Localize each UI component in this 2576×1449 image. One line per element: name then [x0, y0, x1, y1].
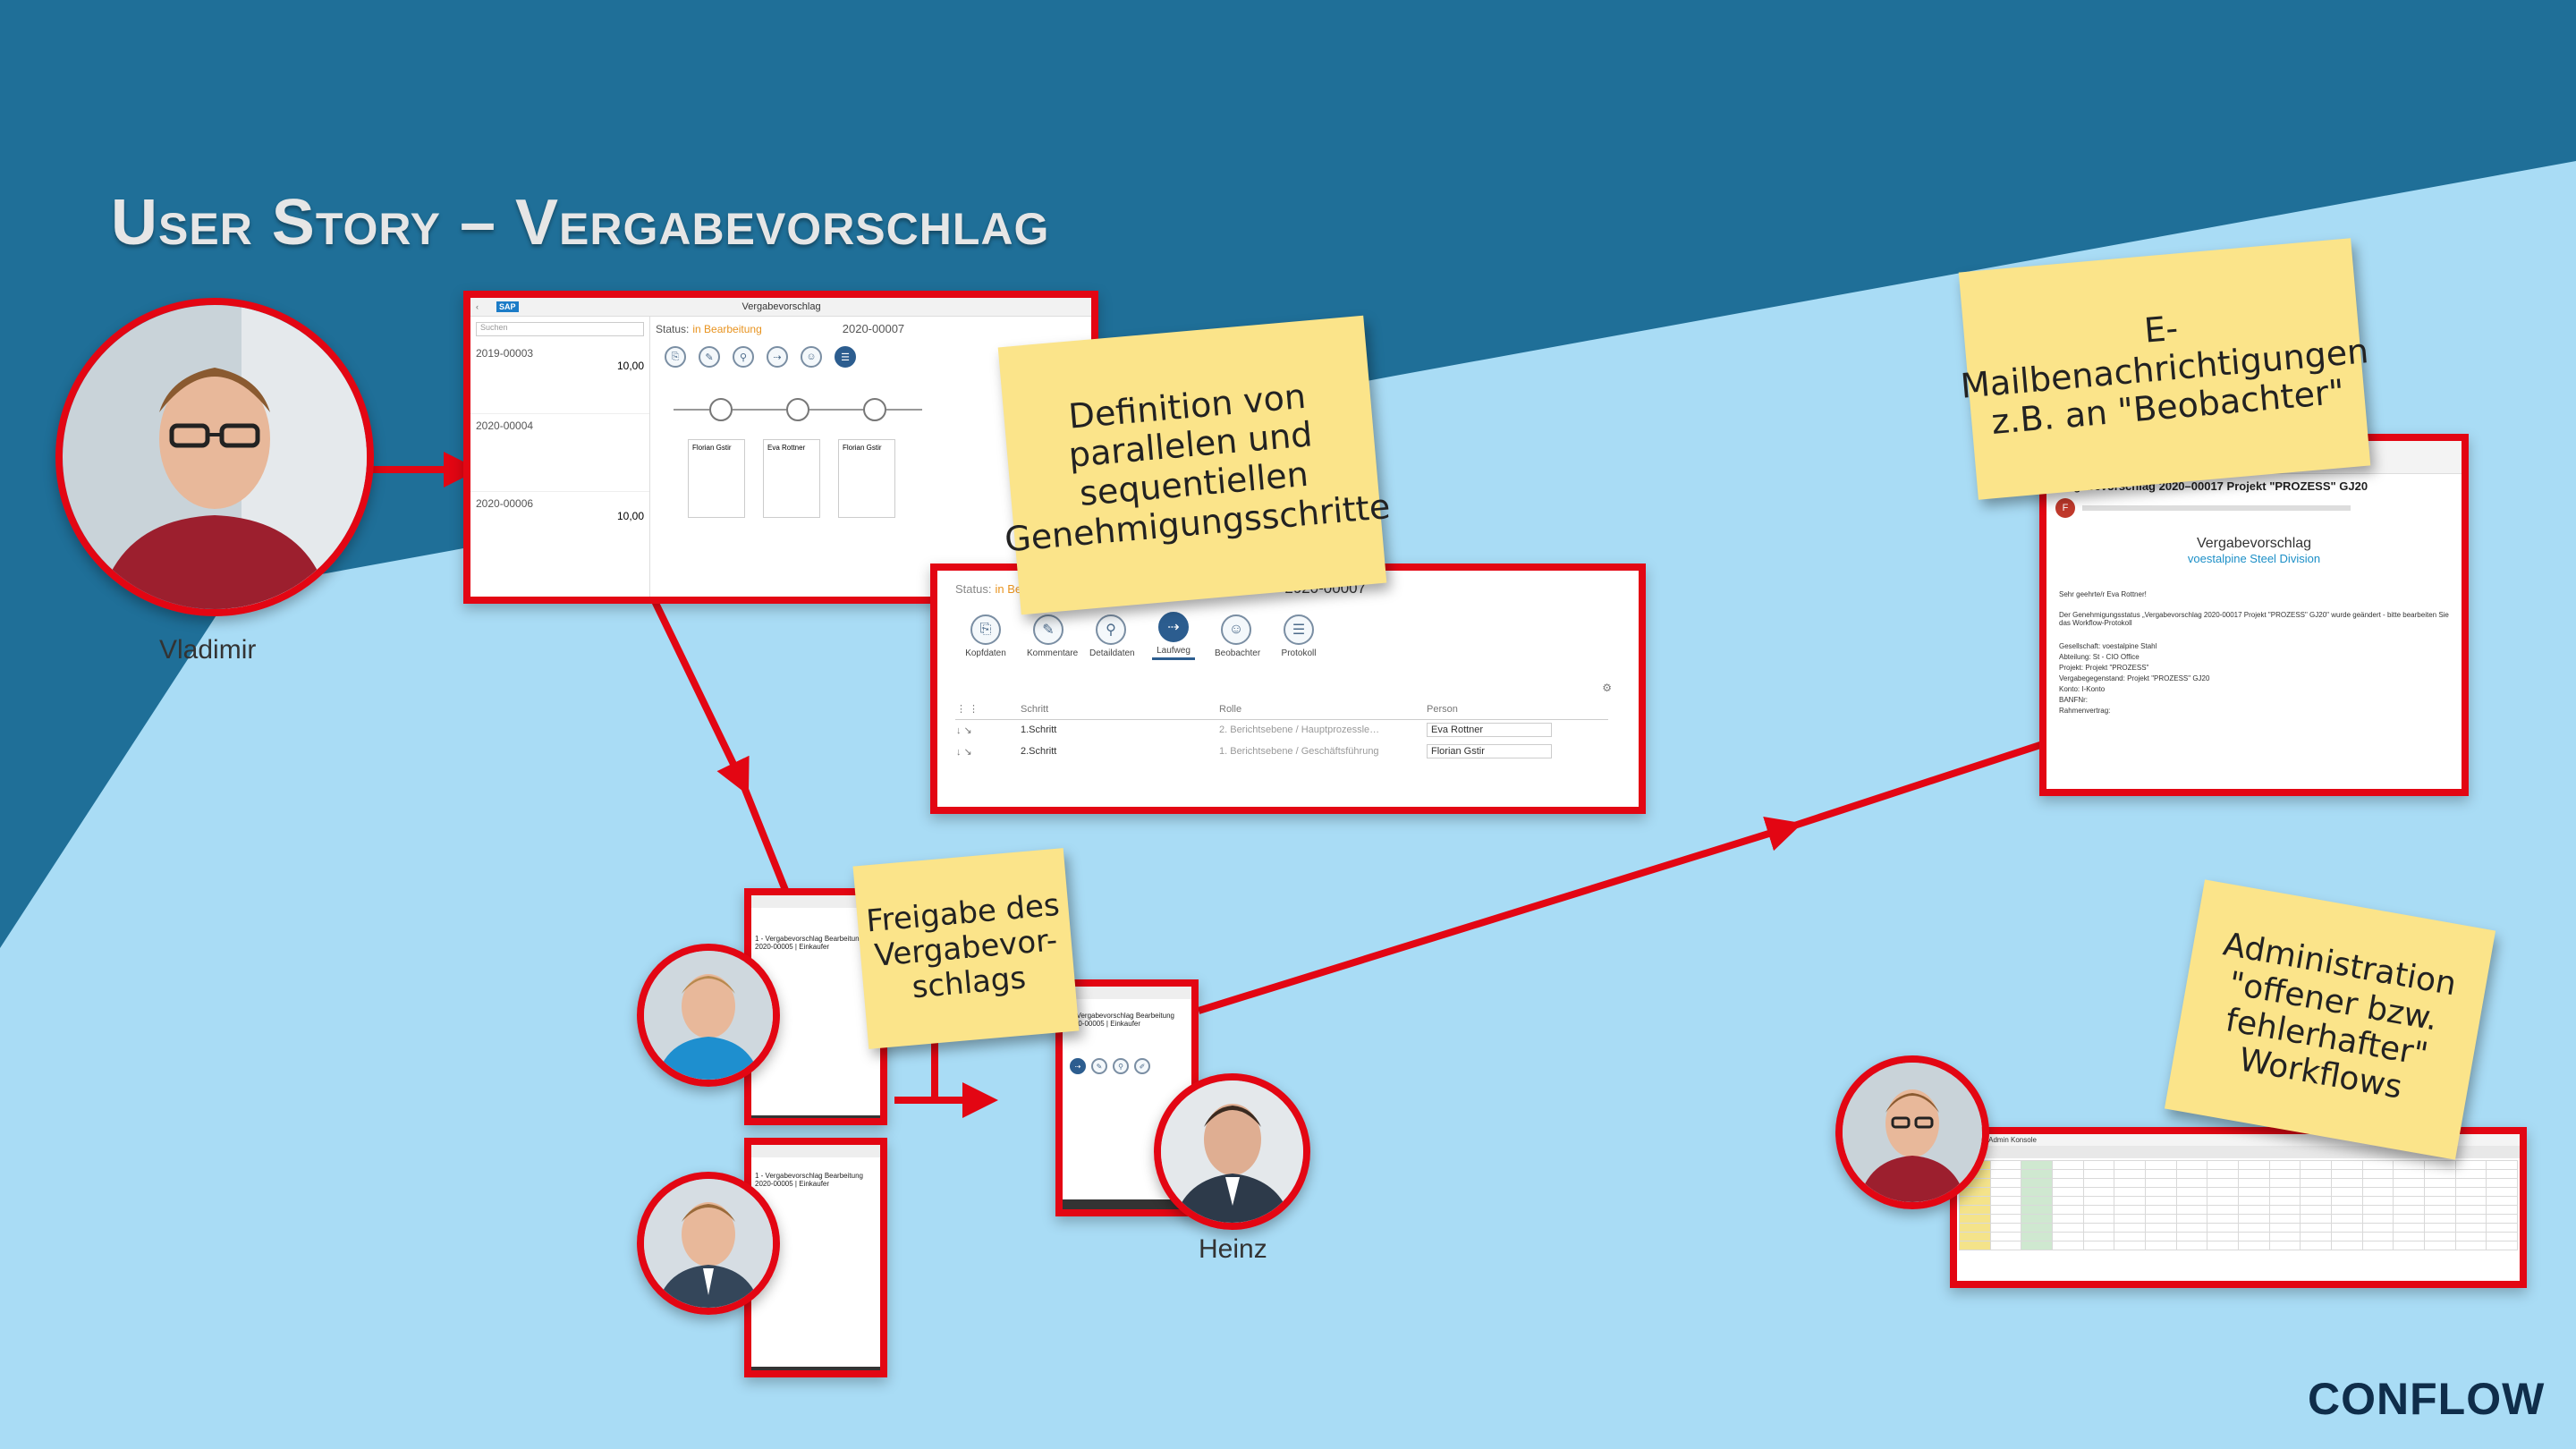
email-heading: Vergabevorschlag: [2196, 536, 2312, 551]
approver-card[interactable]: Florian Gstir: [838, 439, 895, 518]
table-row[interactable]: ↓ ↘ 2.Schritt 1. Berichtsebene / Geschäf…: [955, 741, 1608, 762]
route-icon: ⇢: [1158, 612, 1189, 642]
settings-icon[interactable]: ⚙: [1602, 682, 1612, 694]
details-icon[interactable]: ⚲: [733, 346, 754, 368]
arrow-heinz-to-email: [1197, 817, 1803, 1014]
route-icon[interactable]: ⇢: [1070, 1058, 1086, 1074]
arrow-sap-to-freigabe: [649, 596, 750, 796]
sticky-note-definition: Definition von parallelen und sequentiel…: [997, 315, 1392, 615]
slide-title: User Story – Vergabevorschlag: [111, 187, 1050, 258]
tab-beobachter[interactable]: ☺Beobachter: [1215, 614, 1260, 658]
avatar-vladimir: [55, 298, 374, 616]
email-subheading: voestalpine Steel Division: [2187, 552, 2321, 565]
sticky-note-email: E-Mailbenachrichtigungen z.B. an "Beobac…: [1958, 238, 2371, 500]
workflow-table: ⋮ ⋮ Schritt Rolle Person ↓ ↘ 1.Schritt 2…: [955, 699, 1608, 762]
avatar-heinz: [1154, 1073, 1310, 1230]
name-vladimir: Vladimir: [159, 635, 257, 665]
details-icon: ⚲: [1096, 614, 1126, 645]
admin-console-grid: [1959, 1160, 2518, 1250]
tab-laufweg[interactable]: ⇢Laufweg: [1152, 612, 1195, 660]
approver-card[interactable]: Eva Rottner: [763, 439, 820, 518]
list-item[interactable]: 2020-00006 10,00: [476, 497, 644, 522]
approver-card[interactable]: Florian Gstir: [688, 439, 745, 518]
sap-logo: SAP: [496, 301, 519, 312]
tab-detaildaten[interactable]: ⚲Detaildaten: [1089, 614, 1135, 658]
comment-icon[interactable]: ✎: [1091, 1058, 1107, 1074]
sap-header: Vergabevorschlag: [741, 301, 821, 312]
details-icon[interactable]: ⚲: [1113, 1058, 1129, 1074]
email-screenshot: Vergabevorschlag 2020–00017 Projekt "PRO…: [2039, 434, 2469, 796]
admin-console-screenshot: WF-CIO Admin Konsole: [1950, 1127, 2527, 1288]
sap-fiori-screenshot: ‹ SAP Vergabevorschlag Suchen 2019-00003…: [463, 291, 1098, 604]
back-icon[interactable]: ‹: [476, 302, 479, 311]
workflow-steps: [674, 398, 1086, 421]
email-body: Der Genehmigungsstatus „Vergabevorschlag…: [2059, 611, 2449, 627]
tab-kopfdaten[interactable]: ⎘Kopfdaten: [964, 614, 1007, 658]
tab-kommentare[interactable]: ✎Kommentare: [1027, 614, 1078, 658]
mobile-screenshot-2: 1 - Vergabevorschlag Bearbeitung 2020-00…: [744, 1138, 887, 1377]
avatar-approver-2: [637, 1172, 780, 1315]
table-row[interactable]: ↓ ↘ 1.Schritt 2. Berichtsebene / Hauptpr…: [955, 719, 1608, 741]
tab-protokoll[interactable]: ☰Protokoll: [1277, 614, 1320, 658]
edit-icon[interactable]: ✐: [1134, 1058, 1150, 1074]
sender-avatar: F: [2055, 498, 2075, 518]
avatar-vladimir-admin: [1835, 1055, 1989, 1209]
comment-icon[interactable]: ✎: [699, 346, 720, 368]
observer-icon[interactable]: ☺: [801, 346, 822, 368]
search-input[interactable]: Suchen: [476, 322, 644, 336]
email-greeting: Sehr geehrte/r Eva Rottner!: [2059, 590, 2147, 598]
log-icon[interactable]: ☰: [835, 346, 856, 368]
sticky-note-freigabe: Freigabe des Vergabevor-schlags: [852, 848, 1080, 1049]
name-heinz: Heinz: [1199, 1234, 1267, 1264]
copy-icon: ⎘: [970, 614, 1001, 645]
conflow-logo: CONFLOW: [2308, 1374, 2546, 1424]
arrow-email-tail: [1787, 739, 2050, 831]
arrow-sap-to-mobile: [739, 781, 791, 896]
log-icon: ☰: [1284, 614, 1314, 645]
list-item[interactable]: 2020-00004: [470, 414, 649, 492]
route-icon[interactable]: ⇢: [767, 346, 788, 368]
observer-icon: ☺: [1221, 614, 1251, 645]
copy-icon[interactable]: ⎘: [665, 346, 686, 368]
avatar-approver-1: [637, 944, 780, 1087]
list-item[interactable]: 2019-00003 10,00: [470, 342, 649, 414]
comment-icon: ✎: [1033, 614, 1063, 645]
